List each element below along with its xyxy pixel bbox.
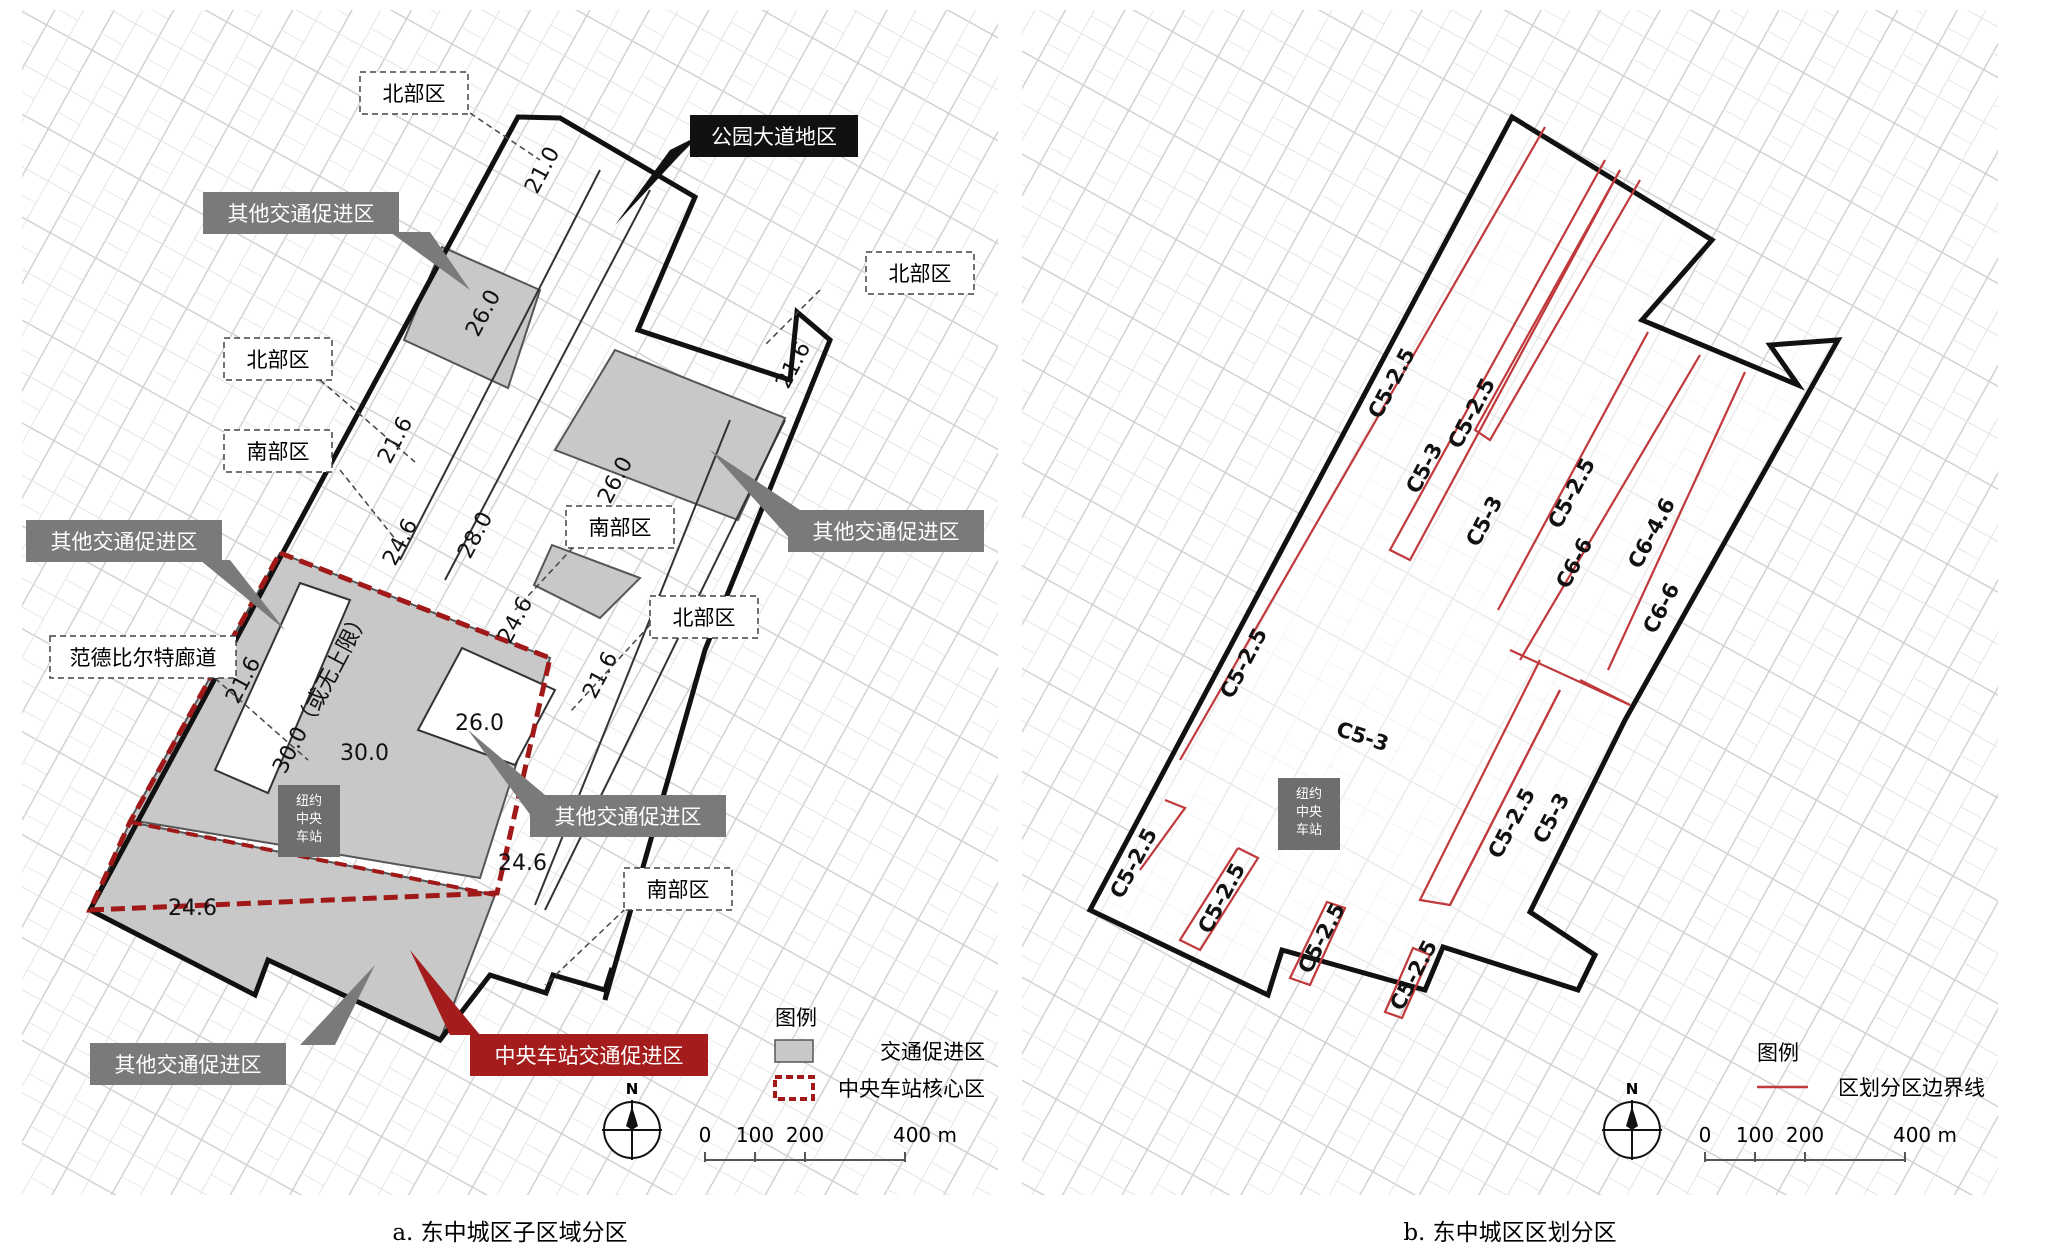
scale-a-200: 200 [786,1123,824,1147]
callout-other-1: 其他交通促进区 [228,202,375,226]
caption-b: b. 东中城区区划分区 [1403,1220,1616,1246]
callout-gct-district: 中央车站交通促进区 [495,1044,684,1068]
map-a-north-arrow-icon: N [602,1080,662,1160]
map-a: 纽约 中央 车站 21.0 26.0 21.6 21.6 28.0 24.6 2… [22,10,998,1195]
map-b-district-outline [1086,113,1843,999]
map-b-north-arrow-icon: N [1602,1080,1662,1160]
callout-south-3: 南部区 [647,878,710,902]
zone-value: 24.6 [498,851,547,876]
scale-b-200: 200 [1786,1123,1824,1147]
scale-a-400: 400 m [893,1123,957,1147]
map-a-station-line-3: 车站 [296,829,322,845]
map-a-park-ave-callout: 公园大道地区 [615,115,858,225]
scale-a-100: 100 [736,1123,774,1147]
legend-a-swatch-core [773,1075,815,1101]
north-label-b: N [1626,1080,1639,1098]
legend-a-item-core: 中央车站核心区 [838,1077,985,1101]
map-a-station-line-1: 纽约 [296,794,322,809]
map-b-station-line-2: 中央 [1296,805,1322,820]
zone-vanderbilt-strip [213,581,352,795]
map-a-gct-core-outline [86,549,553,913]
zone-value: 24.6 [168,896,217,921]
map-b-scale-bar: 0 100 200 400 m [1699,1123,1957,1162]
map-b-zoning-lines [1139,126,1746,1020]
caption-a: a. 东中城区子区域分区 [392,1220,627,1246]
callout-north-1: 北部区 [383,82,446,106]
legend-b-item-line: 区划分区边界线 [1838,1076,1985,1100]
zone-shaded-east [553,348,787,522]
map-a-white-callouts: 北部区 北部区 北部区 南部区 南部区 北部区 范德比尔特廊道 南部区 [49,71,975,911]
north-label-a: N [626,1080,639,1098]
legend-a-item-zone: 交通促进区 [880,1040,985,1064]
scale-a-0: 0 [699,1123,712,1147]
map-a-white-parcels [213,581,557,795]
legend-a-swatch-zone [774,1039,814,1063]
map-a-district-outline [86,114,833,1044]
callout-north-4: 北部区 [673,606,736,630]
map-a-legend: 图例 交通促进区 中央车站核心区 [773,1006,985,1101]
callout-north-2: 北部区 [247,348,310,372]
callout-vanderbilt: 范德比尔特廊道 [70,646,217,670]
map-a-grey-callouts: 其他交通促进区 其他交通促进区 其他交通促进区 其他交通促进区 其他交通促进区 [26,192,984,1085]
callout-north-3: 北部区 [889,262,952,286]
zone-value: 30.0 [340,741,389,766]
scale-b-100: 100 [1736,1123,1774,1147]
map-b-station-line-3: 车站 [1296,822,1322,838]
map-b: 纽约 中央 车站 C5-2.5 C5-3 C5-2.5 C5-3 C5-2.5 … [1022,10,1998,1195]
map-b-station-box [1278,778,1340,850]
callout-park-ave: 公园大道地区 [711,125,837,149]
zone-shaded-mid [532,543,642,620]
map-a-station-box [278,785,340,857]
map-a-gct-callout: 中央车站交通促进区 [410,950,708,1076]
callout-other-5: 其他交通促进区 [115,1053,262,1077]
map-a-station-line-2: 中央 [296,812,322,827]
map-b-legend: 图例 区划分区边界线 [1757,1041,1985,1100]
callout-other-2: 其他交通促进区 [813,520,960,544]
callout-other-4: 其他交通促进区 [555,805,702,829]
map-b-station-line-1: 纽约 [1296,787,1322,802]
callout-other-3: 其他交通促进区 [51,530,198,554]
callout-south-2: 南部区 [589,516,652,540]
zone-value: 26.0 [455,711,504,736]
callout-south-1: 南部区 [247,440,310,464]
map-a-scale-bar: 0 100 200 400 m [699,1123,957,1162]
zone-white-core [416,646,557,767]
legend-a-title: 图例 [775,1006,817,1030]
legend-b-title: 图例 [1757,1041,1799,1065]
scale-b-400: 400 m [1893,1123,1957,1147]
map-a-street-grid [22,10,998,1195]
scale-b-0: 0 [1699,1123,1712,1147]
